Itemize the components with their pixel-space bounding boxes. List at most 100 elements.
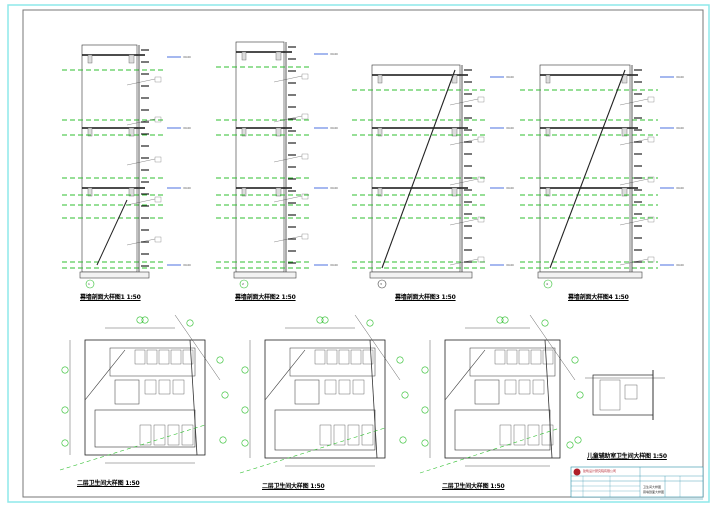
toilet-stall xyxy=(181,424,194,446)
curtain-wall xyxy=(189,339,198,456)
axis-bubble xyxy=(241,439,249,447)
axis-bubble xyxy=(421,406,429,414)
toilet-stall xyxy=(518,379,531,395)
axis-line xyxy=(59,424,206,471)
note-text xyxy=(301,73,309,80)
leader xyxy=(273,235,303,243)
slope-wall xyxy=(381,69,456,269)
level-text: ±0.00 xyxy=(330,126,338,130)
level-text: ±0.00 xyxy=(506,263,514,267)
toilet-stall xyxy=(527,424,540,446)
toilet-stall xyxy=(338,379,351,395)
section-outline xyxy=(235,41,285,273)
leader xyxy=(126,78,156,86)
level-text: ±0.00 xyxy=(676,186,684,190)
toilet-stall xyxy=(333,424,346,446)
axis-label: 1 xyxy=(88,282,90,286)
toilet-stall xyxy=(347,424,360,446)
axis-bubble xyxy=(421,439,429,447)
toilet-stall xyxy=(541,424,554,446)
plan-title-1: 二层卫生间大样图 1:50 xyxy=(77,480,140,487)
leader xyxy=(174,314,221,381)
toilet-stall xyxy=(144,379,157,395)
axis-bubble xyxy=(141,316,149,324)
plan-outline xyxy=(84,339,206,456)
ground-slab xyxy=(369,271,473,279)
toilet-stall xyxy=(146,349,158,365)
beam xyxy=(87,54,93,64)
ground-slab xyxy=(79,271,150,279)
toilet-stall xyxy=(139,424,152,446)
note-text xyxy=(154,196,162,203)
axis-bubble xyxy=(61,406,69,414)
axis-bubble xyxy=(574,436,582,444)
room xyxy=(599,379,621,411)
toilet-stall xyxy=(504,379,517,395)
leader xyxy=(449,178,479,186)
slope-wall xyxy=(549,69,626,269)
plan-title-4: 儿童辅助室卫生间大样图 1:50 xyxy=(587,453,667,460)
level-text: ±0.00 xyxy=(676,126,684,130)
note-text xyxy=(477,96,485,103)
note-text xyxy=(154,76,162,83)
axis-label: 2 xyxy=(242,282,244,286)
note-text xyxy=(647,96,655,103)
leader xyxy=(273,75,303,83)
lower-rooms xyxy=(94,409,196,448)
note-text xyxy=(477,216,485,223)
title-block-drawing-name: 卫生间大样图 xyxy=(643,485,662,489)
toilet-stall xyxy=(532,379,545,395)
toilet-stall xyxy=(499,424,512,446)
toilet-stall xyxy=(319,424,332,446)
toilet-stall xyxy=(182,349,194,365)
axis-line xyxy=(419,427,561,474)
beam xyxy=(377,187,383,197)
title-block-company: 建筑设计研究院有限公司 xyxy=(583,469,617,473)
section-title-4: 幕墙剖面大样图4 1:50 xyxy=(568,294,629,301)
note-text xyxy=(154,116,162,123)
axis-bubble xyxy=(85,279,95,289)
note-text xyxy=(301,233,309,240)
level-text: ±0.00 xyxy=(330,52,338,56)
toilet-stall xyxy=(326,349,338,365)
leader xyxy=(619,218,649,226)
note-text xyxy=(301,193,309,200)
axis-label: 4 xyxy=(546,282,548,286)
beam xyxy=(545,187,551,197)
beam xyxy=(377,127,383,137)
section-outline xyxy=(539,64,631,273)
room xyxy=(114,379,140,405)
axis-bubble xyxy=(216,356,224,364)
leader xyxy=(273,195,303,203)
leader xyxy=(273,155,303,163)
plan-outline xyxy=(444,339,561,459)
ground-slab xyxy=(537,271,643,279)
leader xyxy=(619,178,649,186)
toilet-stall xyxy=(170,349,182,365)
outer-frame xyxy=(7,4,710,503)
toilet-stall xyxy=(624,384,638,400)
note-text xyxy=(647,176,655,183)
axis-bubble xyxy=(543,279,553,289)
axis-bubble xyxy=(239,279,249,289)
axis-bubble xyxy=(566,441,574,449)
level-text: ±0.00 xyxy=(676,75,684,79)
toilet-stall xyxy=(158,349,170,365)
note-text xyxy=(647,256,655,263)
leader xyxy=(126,198,156,206)
ground-slab xyxy=(233,271,297,279)
toilet-stall xyxy=(506,349,518,365)
leader xyxy=(449,138,479,146)
level-text: ±0.00 xyxy=(183,263,191,267)
axis-line xyxy=(239,427,386,474)
toilet-stall xyxy=(134,349,146,365)
slope-wall xyxy=(96,199,128,266)
beam xyxy=(128,187,135,197)
beam xyxy=(545,127,551,137)
level-text: ±0.00 xyxy=(330,186,338,190)
plan-outline xyxy=(264,339,386,459)
room xyxy=(474,379,500,405)
note-text xyxy=(477,136,485,143)
beam xyxy=(241,187,247,197)
note-text xyxy=(477,176,485,183)
